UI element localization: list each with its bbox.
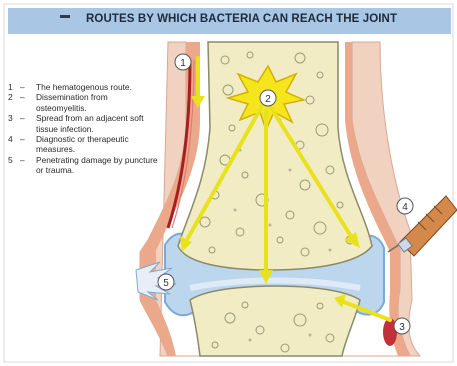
marker-1: 1 [180, 58, 186, 69]
title-dash [60, 15, 70, 18]
legend-text: Dissemination from osteomyelitis. [36, 92, 158, 113]
legend-text: Spread from an adjacent soft tissue infe… [36, 113, 158, 134]
legend-item: 1 – The hematogenous route. [8, 82, 158, 92]
legend-dash: – [20, 92, 36, 113]
legend-dash: – [20, 155, 36, 176]
legend-text: Diagnostic or therapeutic measures. [36, 134, 158, 155]
legend-text: Penetrating damage by puncture or trauma… [36, 155, 158, 176]
marker-4: 4 [402, 202, 408, 213]
legend-item: 4 – Diagnostic or therapeutic measures. [8, 134, 158, 155]
legend-text: The hematogenous route. [36, 82, 158, 92]
legend-number: 3 [8, 113, 20, 134]
marker-3: 3 [399, 322, 405, 333]
legend-dash: – [20, 134, 36, 155]
lower-bone [190, 286, 360, 356]
legend-dash: – [20, 82, 36, 92]
legend: 1 – The hematogenous route. 2 – Dissemin… [8, 82, 158, 176]
legend-item: 5 – Penetrating damage by puncture or tr… [8, 155, 158, 176]
marker-2: 2 [265, 94, 271, 105]
legend-item: 3 – Spread from an adjacent soft tissue … [8, 113, 158, 134]
legend-number: 5 [8, 155, 20, 176]
diagram-title: ROUTES BY WHICH BACTERIA CAN REACH THE J… [86, 13, 397, 25]
marker-5: 5 [163, 278, 169, 289]
legend-number: 4 [8, 134, 20, 155]
legend-number: 2 [8, 92, 20, 113]
legend-item: 2 – Dissemination from osteomyelitis. [8, 92, 158, 113]
legend-dash: – [20, 113, 36, 134]
legend-number: 1 [8, 82, 20, 92]
